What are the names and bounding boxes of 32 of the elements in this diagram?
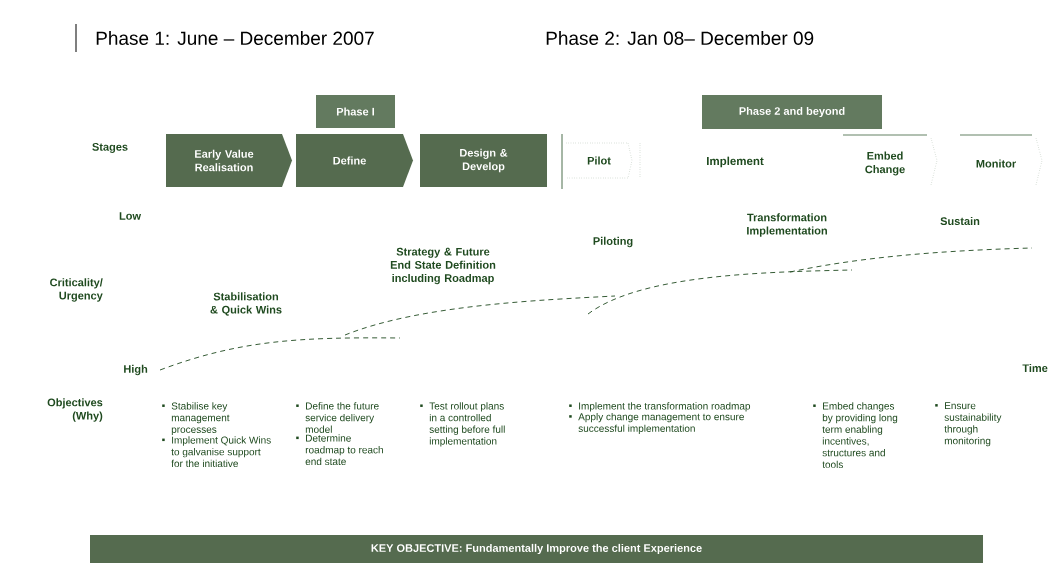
phase-label: Strategy & Future End State Definition including Roadmap (390, 247, 496, 285)
bullet-item: Implement Quick Wins to galvanise support for the initiative (162, 436, 271, 468)
phase-label: Piloting (593, 236, 633, 248)
bullet-item: Apply change management to ensure successful implementation (569, 412, 744, 434)
bullet-item: Ensure sustainability through monitoring (935, 402, 1002, 447)
row-label: Stages (92, 143, 128, 153)
stage-box: Monitor (959, 134, 1043, 186)
phase-label: Stabilisation & Quick Wins (210, 292, 282, 316)
bullet-item: Embed changes by providing long term enabling incentives, structures and tools (813, 402, 898, 469)
phase-label: Transformation Implementation (747, 213, 827, 237)
bullet-item: Determine roadmap to reach end state (296, 434, 383, 466)
phase-box: Phase I (316, 95, 395, 128)
heading: Phase 2: Jan 08– December 09 (546, 31, 814, 45)
row-label: Objectives (Why) (47, 398, 103, 422)
stage-box: Pilot (561, 133, 641, 190)
bullet-item: Stabilise key management processes (162, 402, 230, 435)
bullet-item: Define the future service delivery model (296, 402, 379, 433)
phase-box: Phase 2 and beyond (702, 95, 882, 129)
stage-label: Implement (707, 156, 764, 168)
axis-label: Time (1022, 363, 1048, 373)
stage-box: Design & Develop (420, 134, 547, 187)
axis-label: High (124, 364, 148, 376)
heading: Phase 1: June – December 2007 (96, 31, 374, 45)
stage-box: Early Value Realisation (166, 134, 292, 187)
bullet-item: Test rollout plans in a controlled setting before full implementation (420, 402, 505, 447)
stage-box: Define (296, 134, 413, 187)
phase-label: Sustain (940, 216, 980, 226)
objective-banner: KEY OBJECTIVE: Fundamentally Improve the client Experience (90, 535, 983, 563)
axis-label: Low (119, 212, 142, 220)
bullet-item: Implement the transformation roadmap (569, 402, 751, 412)
row-label: Criticality/ Urgency (50, 278, 103, 302)
stage-box: Embed Change (842, 134, 938, 186)
